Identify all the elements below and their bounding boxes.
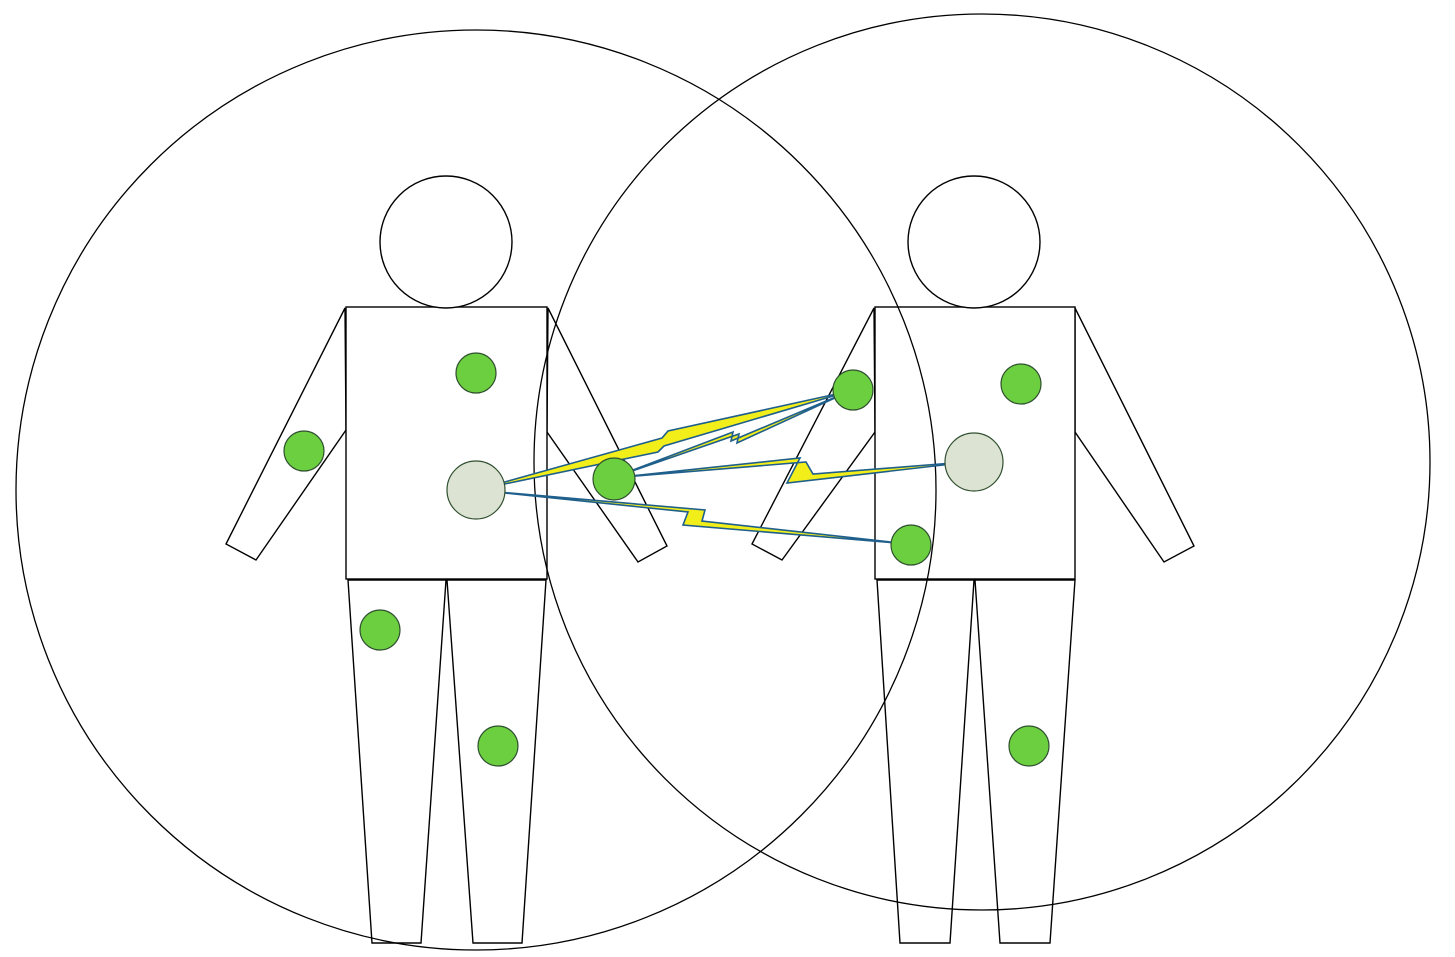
right-person-left-leg <box>876 579 975 944</box>
left-hand-sensor <box>592 457 636 501</box>
left-hub-node <box>446 460 506 520</box>
right-person-head <box>907 175 1041 309</box>
left-person-right-arm <box>546 307 668 563</box>
right-chest-sensor <box>1000 363 1042 405</box>
left-person-left-leg <box>347 579 447 944</box>
left-person-left-arm <box>225 307 347 561</box>
right-person-sensors <box>832 363 1050 767</box>
left-person-head <box>379 175 513 309</box>
right-hip-sensor <box>890 524 932 566</box>
left-arm-sensor <box>283 430 325 472</box>
left-chest-sensor <box>455 352 497 394</box>
right-arm-sensor <box>832 369 874 411</box>
right-hub-node <box>944 432 1004 492</box>
person-right <box>751 175 1195 944</box>
right-person-right-arm <box>1074 307 1195 563</box>
right-shin-sensor <box>1008 725 1050 767</box>
left-person-torso <box>345 306 548 580</box>
left-person-sensors <box>283 352 636 767</box>
left-range-circle <box>15 29 937 951</box>
left-thigh-sensor <box>359 609 401 651</box>
person-left <box>225 175 668 944</box>
right-range-circle <box>533 13 1431 911</box>
left-shin-sensor <box>477 725 519 767</box>
right-person-left-arm <box>751 307 876 561</box>
